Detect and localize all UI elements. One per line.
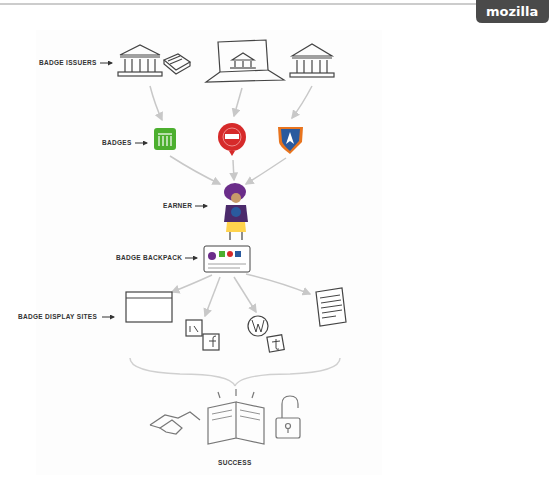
stage-label: BADGE ISSUERS <box>39 59 97 66</box>
stage-label: SUCCESS <box>218 459 252 466</box>
stage-label: BADGES <box>102 139 132 146</box>
stage-label: BADGE BACKPACK <box>116 254 182 261</box>
brand-logo: mozilla <box>486 4 538 19</box>
stage-label: BADGE DISPLAY SITES <box>18 313 97 320</box>
stage-label: EARNER <box>163 202 192 209</box>
